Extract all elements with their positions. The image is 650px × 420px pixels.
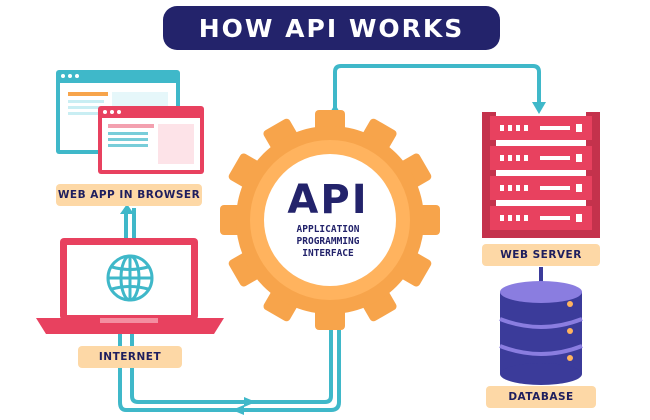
label-web-server: WEB SERVER [482, 244, 600, 266]
label-internet: INTERNET [78, 346, 182, 368]
server-unit [490, 206, 592, 230]
server-unit [490, 116, 592, 140]
connector-lines [118, 64, 543, 412]
arrow-icon-internet-2 [232, 405, 244, 415]
gear-icon [220, 110, 440, 330]
label-database: DATABASE [486, 386, 596, 408]
arrow-icon-server [532, 102, 546, 114]
page-title: HOW API WORKS [163, 6, 500, 50]
browser-window-icon [56, 70, 204, 174]
api-subtitle-line-1: APPLICATION [296, 224, 360, 236]
api-subtitle-line-3: INTERFACE [302, 247, 354, 259]
server-rack-icon [482, 112, 600, 238]
globe-icon [106, 254, 154, 302]
api-heading: API [287, 177, 369, 224]
server-unit [490, 146, 592, 170]
label-web-app-text: WEB APP IN BROWSER [57, 189, 201, 201]
label-web-app-in-browser: WEB APP IN BROWSER [56, 184, 202, 206]
database-icon [499, 281, 583, 385]
arrow-icon-internet-1 [244, 397, 256, 407]
arrow-icon-browser [120, 204, 134, 214]
api-subtitle-line-2: PROGRAMMING [296, 236, 360, 248]
api-center-text: API APPLICATION PROGRAMMING INTERFACE [262, 170, 394, 270]
connector-api-to-internet [130, 318, 333, 404]
connector-api-to-internet-2 [118, 318, 341, 412]
label-internet-text: INTERNET [98, 351, 162, 363]
connector-api-to-server [333, 64, 541, 110]
server-unit [490, 176, 592, 200]
label-web-server-text: WEB SERVER [500, 249, 582, 261]
label-database-text: DATABASE [508, 391, 574, 403]
